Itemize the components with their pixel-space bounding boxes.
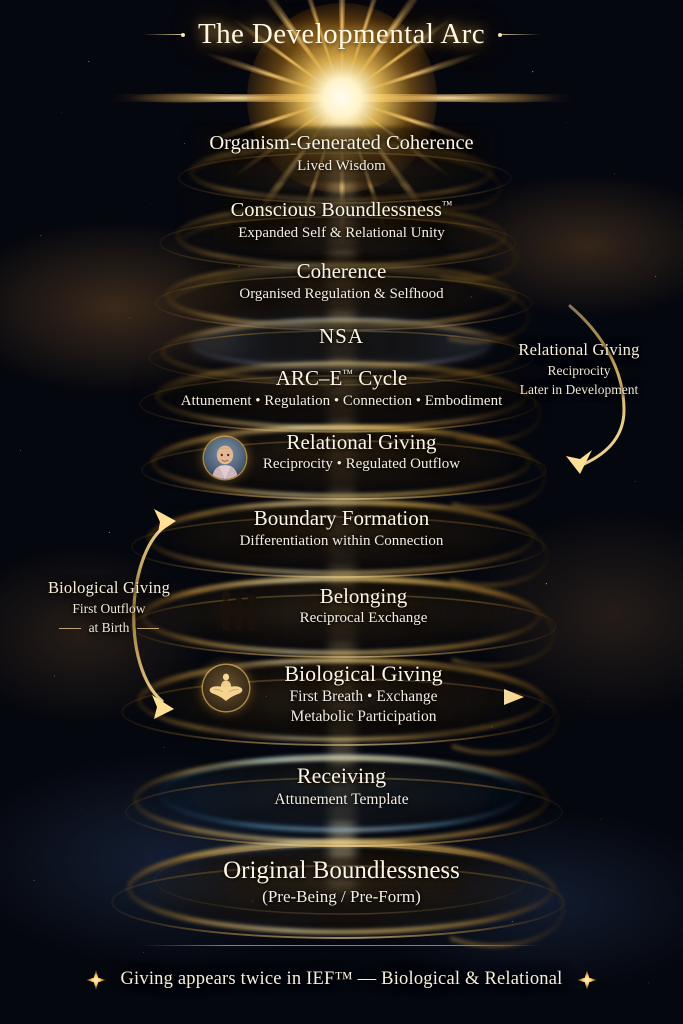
level-title: Relational Giving: [286, 430, 437, 454]
level-subtitle: Differentiation within Connection: [239, 533, 444, 550]
level-title: Boundary Formation: [253, 506, 430, 530]
level-relational-giving[interactable]: Relational Giving Reciprocity • Regulate…: [62, 430, 622, 473]
annotation-line-2-row: at Birth: [14, 620, 204, 636]
level-title: Organism-Generated Coherence: [209, 132, 474, 154]
trademark-mark: ™: [342, 368, 353, 380]
title-rule-right: [498, 32, 541, 37]
footer-text: Giving appears twice in IEF™ — Biologica…: [120, 969, 563, 989]
trademark-mark: ™: [441, 200, 453, 212]
annotation-relational-giving: Relational Giving Reciprocity Later in D…: [479, 340, 679, 398]
level-subtitle: Lived Wisdom: [297, 157, 386, 174]
level-subtitle: First Breath • Exchange: [289, 688, 438, 706]
page-title: The Developmental Arc: [197, 18, 485, 50]
level-subtitle: (Pre-Being / Pre-Form): [262, 886, 421, 906]
level-subtitle-2: Metabolic Participation: [290, 707, 437, 725]
level-subtitle: Reciprocal Exchange: [299, 610, 428, 627]
level-title: Conscious Boundlessness™: [231, 200, 453, 221]
annotation-biological-giving: Biological Giving First Outflow at Birth: [14, 578, 204, 636]
level-subtitle: Organised Regulation & Selfhood: [239, 286, 444, 303]
level-title: Belonging: [319, 584, 408, 608]
level-title: Receiving: [296, 763, 387, 788]
annotation-line-1: First Outflow: [72, 601, 146, 616]
level-title-text: ARC–E: [275, 366, 343, 390]
level-title: Original Boundlessness: [223, 857, 460, 884]
annotation-line-2: at Birth: [88, 620, 130, 635]
person-avatar-icon: [204, 437, 246, 479]
level-title-suffix: Cycle: [352, 366, 408, 390]
title-rule-left: [141, 32, 185, 37]
annotation-line-2: Later in Development: [519, 382, 639, 397]
level-title: Biological Giving: [284, 661, 443, 686]
page-title-row: The Developmental Arc: [0, 18, 683, 51]
annotation-title: Relational Giving: [518, 340, 640, 359]
biological-giving-outflow-arrow-icon: [472, 689, 524, 705]
level-receiving[interactable]: Receiving Attunement Template: [62, 763, 622, 809]
level-title: Coherence: [296, 259, 387, 283]
annotation-dash-left: [58, 627, 81, 629]
level-title-text: Conscious Boundlessness: [230, 199, 442, 221]
annotation-title: Biological Giving: [47, 578, 171, 597]
annotation-dash-right: [137, 627, 160, 629]
footer-divider: [140, 945, 543, 946]
level-subtitle: Reciprocity • Regulated Outflow: [262, 456, 461, 473]
level-organism-generated-coherence[interactable]: Organism-Generated Coherence Lived Wisdo…: [62, 133, 622, 175]
level-conscious-boundlessness[interactable]: Conscious Boundlessness™ Expanded Self &…: [62, 200, 622, 242]
sparkle-star-icon-right: [576, 969, 597, 990]
family-silhouette-icon: [214, 588, 264, 630]
level-subtitle: Attunement Template: [274, 791, 409, 809]
level-coherence[interactable]: Coherence Organised Regulation & Selfhoo…: [62, 259, 622, 303]
sparkle-star-icon-left: [86, 969, 107, 990]
hands-cradling-icon: [203, 665, 249, 711]
level-subtitle: Expanded Self & Relational Unity: [238, 224, 445, 241]
level-original-boundlessness[interactable]: Original Boundlessness (Pre-Being / Pre-…: [62, 858, 622, 906]
footer-note: Giving appears twice in IEF™ — Biologica…: [0, 969, 683, 990]
level-subtitle: Attunement • Regulation • Connection • E…: [180, 393, 503, 410]
annotation-line-1: Reciprocity: [547, 363, 611, 378]
level-title: ARC–E™ Cycle: [275, 366, 408, 390]
level-title: NSA: [318, 324, 364, 348]
